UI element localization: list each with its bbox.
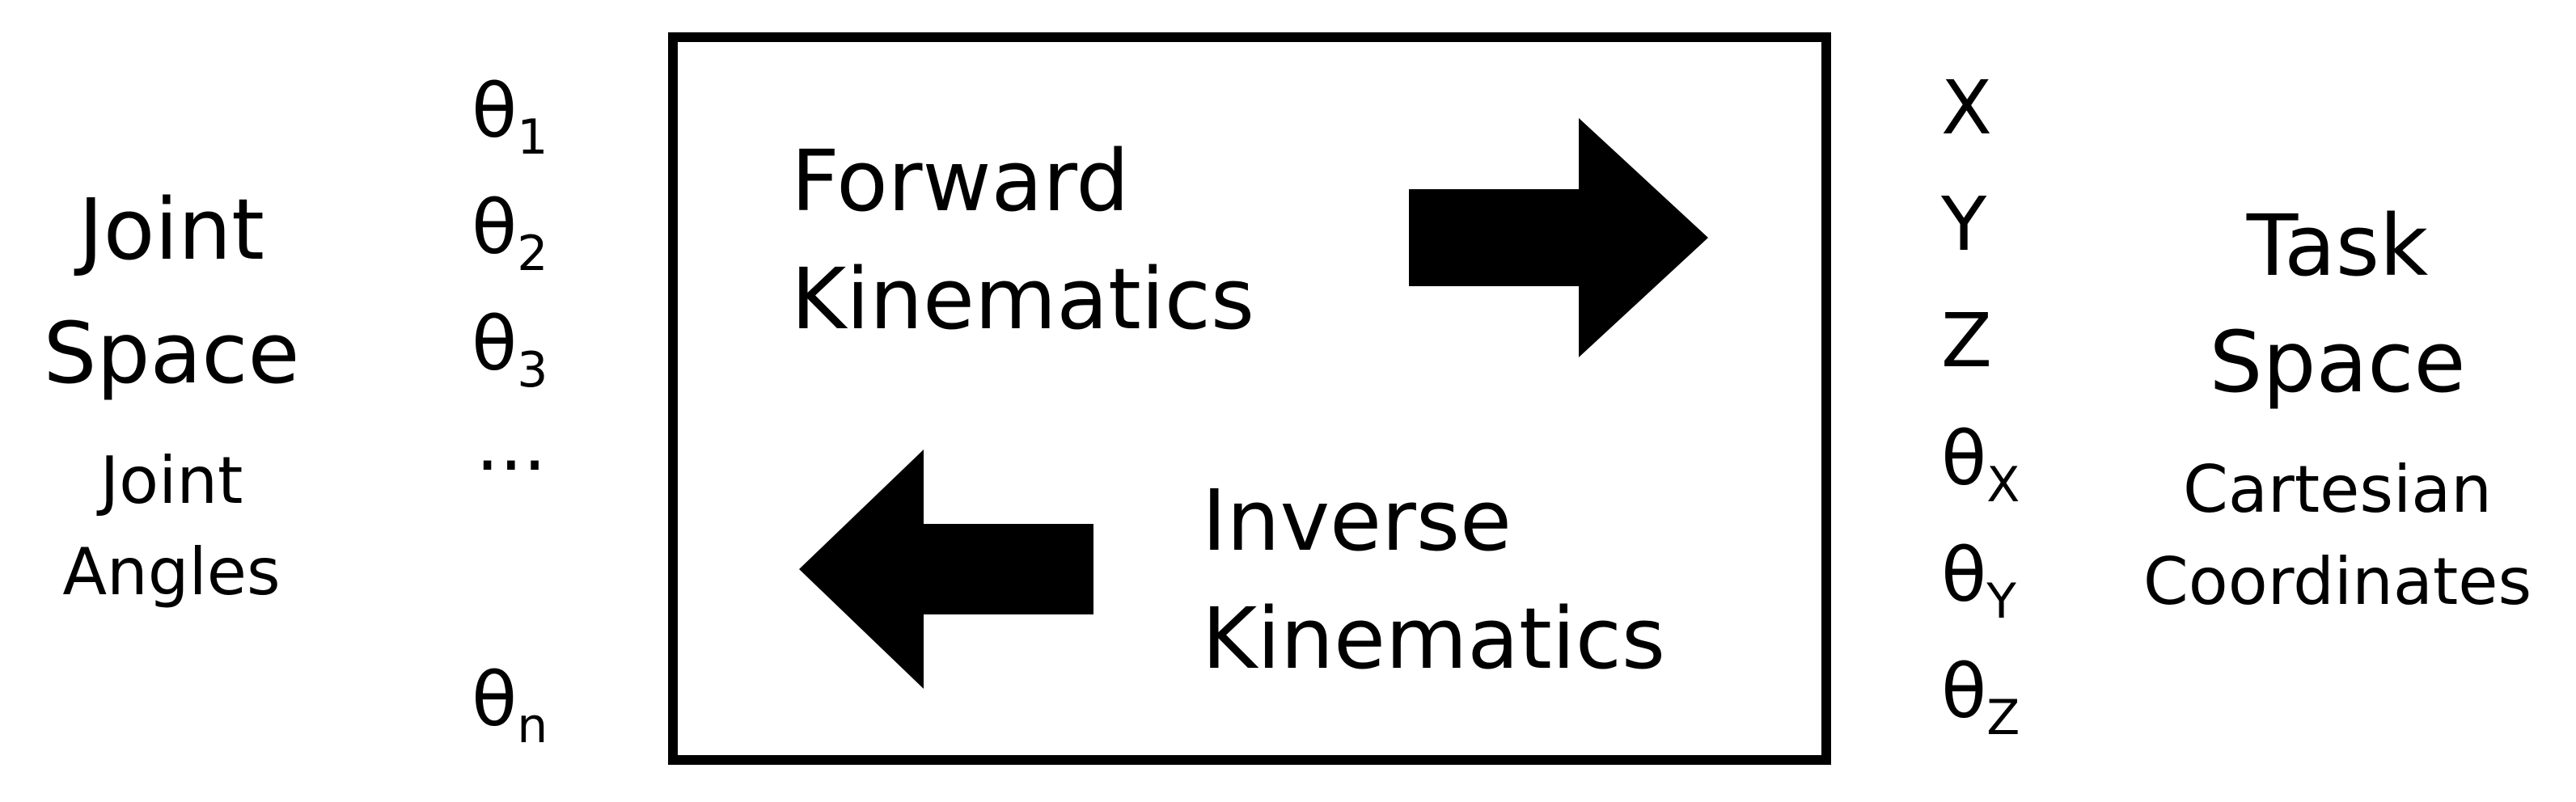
task-space-title-line1: Task	[2246, 196, 2429, 295]
right-arrow-icon	[1409, 118, 1708, 357]
cartesian-coordinates-subtitle-line2: Coordinates	[2142, 544, 2532, 619]
task-variable-theta-y: θY	[1941, 532, 2016, 630]
joint-space-title-line2: Space	[43, 304, 300, 403]
joint-variable-theta-3: θ3	[472, 301, 548, 399]
joint-angles-subtitle-line2: Angles	[62, 534, 281, 610]
joint-variable-theta-n: θn	[472, 656, 548, 754]
task-variable-x: X	[1941, 65, 1993, 151]
inverse-kinematics-label-line1: Inverse	[1202, 471, 1512, 570]
task-variable-theta-z: θZ	[1941, 648, 2020, 746]
inverse-kinematics-label-line2: Kinematics	[1202, 589, 1666, 688]
joint-variable-theta-1: θ1	[472, 68, 548, 166]
cartesian-coordinates-subtitle-line1: Cartesian	[2183, 452, 2492, 527]
task-variable-z: Z	[1941, 298, 1993, 384]
joint-variable-ellipsis: ···	[476, 422, 547, 509]
forward-kinematics-label-line2: Kinematics	[791, 250, 1255, 348]
left-arrow-icon	[799, 450, 1093, 689]
task-space-title-line2: Space	[2209, 313, 2466, 412]
task-variable-y: Y	[1941, 181, 1987, 268]
joint-variable-theta-2: θ2	[472, 184, 548, 282]
forward-kinematics-label-line1: Forward	[791, 132, 1130, 230]
kinematics-box	[668, 32, 1831, 765]
task-variable-theta-x: θX	[1941, 416, 2020, 513]
joint-space-title-line1: Joint	[78, 180, 264, 279]
joint-angles-subtitle-line1: Joint	[99, 443, 243, 518]
